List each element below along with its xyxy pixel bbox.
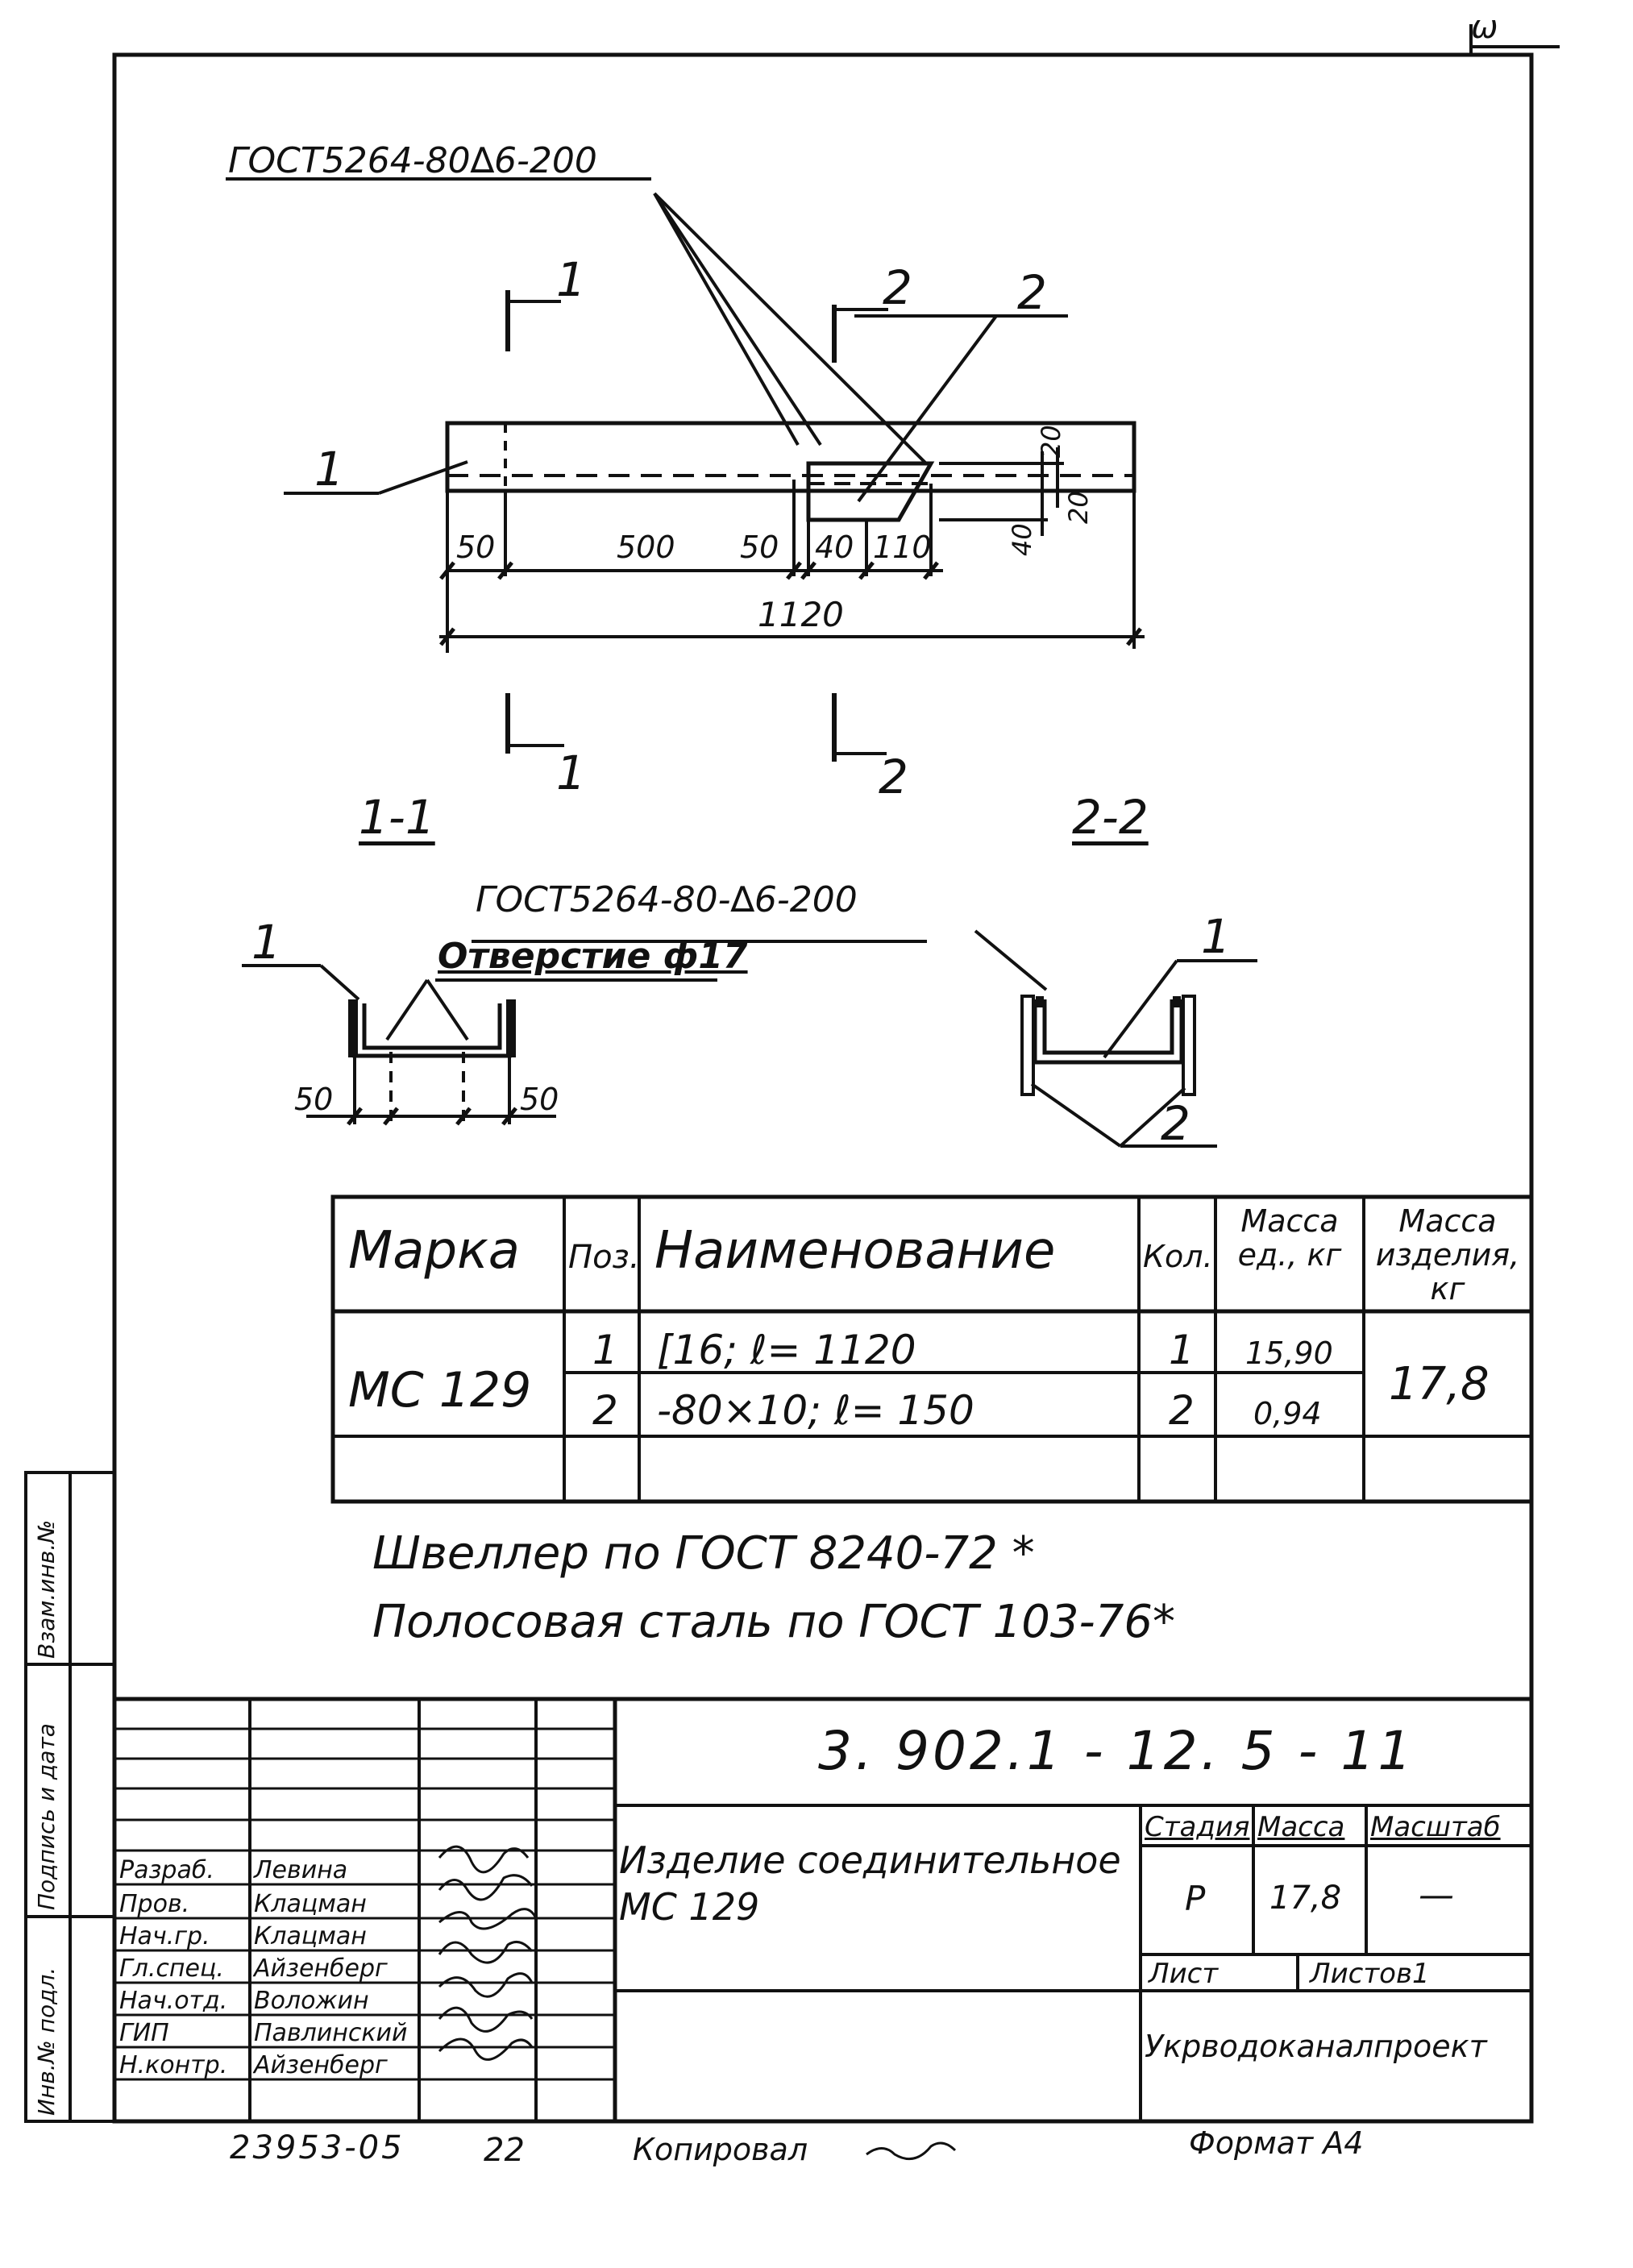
td-mass: 15,90 (1245, 1335, 1333, 1371)
section-2-2-label: 2-2 (1072, 790, 1149, 845)
cut-2-bottom-label: 2 (879, 750, 908, 804)
s2-channel-profile (1033, 999, 1184, 1065)
s2-pos1-leader (1103, 959, 1178, 1059)
dim-40: 40 (815, 530, 854, 565)
hole-label: Отверстие ф17 (438, 936, 748, 977)
side-inv-orig: Инв.№ подл. (33, 1967, 60, 2116)
s2-plate-left (1020, 995, 1035, 1096)
stage-value: Р (1185, 1879, 1206, 1918)
staff-role: Н.контр. (119, 2051, 228, 2079)
cut-2-top-label: 2 (883, 260, 912, 315)
s1-dim-right: 50 (520, 1082, 559, 1117)
td-mass: 0,94 (1253, 1396, 1322, 1431)
copied-label: Копировал (633, 2132, 808, 2167)
spec-table-frame (330, 1194, 1534, 1504)
pos2-label: 2 (1017, 265, 1047, 320)
sheets-label: Листов1 (1310, 1958, 1430, 1990)
organization: Укрводоканалпроект (1145, 2029, 1487, 2064)
td-total-mass: 17,8 (1389, 1358, 1490, 1410)
dim-1120: 1120 (758, 595, 844, 634)
section-1-1-label: 1-1 (359, 790, 435, 845)
staff-role: Пров. (119, 1890, 190, 1918)
staff-role: Нач.гр. (119, 1922, 210, 1950)
scale-label: Масштаб (1370, 1811, 1501, 1843)
s1-channel-profile (352, 1003, 512, 1058)
staff-name: Левина (254, 1856, 348, 1884)
dim-50-mid: 50 (740, 530, 779, 565)
sheet-ref: ω (1471, 9, 1498, 46)
s2-pos2-leader-1 (1030, 1082, 1122, 1148)
signatures (438, 1845, 957, 2161)
staff-name: Клацман (254, 1922, 367, 1950)
s1-hole-leader-1 (385, 978, 429, 1041)
weld-leader-1 (653, 193, 800, 446)
td-qty: 2 (1169, 1387, 1195, 1434)
s1-pos-label: 1 (251, 915, 281, 970)
td-name: -80×10; ℓ= 150 (657, 1387, 974, 1434)
s2-pos2-leader-2 (1119, 1086, 1186, 1148)
td-qty: 1 (1169, 1327, 1195, 1373)
dim-40-vert: 40 (1007, 523, 1037, 556)
td-mark: МС 129 (348, 1362, 532, 1419)
th-mass-unit: Масса ед., кг (1237, 1203, 1342, 1273)
th-qty: Кол. (1143, 1239, 1213, 1274)
plan-weld-callout: ГОСТ5264-80∆6-200 (228, 140, 597, 181)
dim-20-a: 20 (1036, 425, 1066, 458)
th-pos: Поз. (568, 1239, 640, 1276)
s2-plate-right (1182, 995, 1196, 1096)
weld-leader-2 (653, 192, 822, 447)
sheet-frame (112, 52, 1534, 2124)
dim-20-b: 20 (1063, 491, 1094, 524)
staff-name: Павлинский (254, 2019, 408, 2047)
s1-dim-left: 50 (294, 1082, 334, 1117)
mass-label: Масса (1257, 1811, 1345, 1843)
s2-weld-leader (974, 929, 1048, 991)
th-mass-item: Масса изделия, кг (1375, 1203, 1520, 1306)
staff-role: ГИП (119, 2019, 169, 2047)
td-pos: 2 (592, 1387, 618, 1434)
staff-name: Клацман (254, 1890, 367, 1918)
td-pos: 1 (592, 1327, 618, 1373)
cut-1-bottom-label: 1 (556, 746, 586, 800)
staff-name: Айзенберг (254, 2051, 388, 2079)
weld-leader-3 (653, 192, 929, 466)
page-number: 22 (484, 2132, 525, 2169)
sheet-label: Лист (1149, 1958, 1219, 1990)
th-mark: Марка (348, 1221, 520, 1281)
s2-pos-2-label: 2 (1161, 1096, 1190, 1151)
plate (806, 461, 935, 522)
dim-50-left: 50 (456, 530, 496, 565)
item-title: Изделие соединительное МС 129 (619, 1838, 1121, 1929)
note-channel: Швеллер по ГОСТ 8240-72 * (372, 1527, 1035, 1580)
th-name: Наименование (654, 1221, 1056, 1281)
dim-110: 110 (873, 530, 932, 565)
archive-number: 23953-05 (230, 2129, 405, 2166)
cut-1-top-label: 1 (556, 252, 586, 307)
s1-hole-leader-2 (426, 978, 469, 1041)
channel-bar (445, 421, 1136, 493)
s2-pos-1-label: 1 (1201, 909, 1231, 964)
s1-pos-leader (319, 964, 360, 1001)
format-label: Формат А4 (1189, 2125, 1364, 2161)
staff-role: Гл.спец. (119, 1954, 224, 1983)
scale-value: — (1419, 1875, 1454, 1916)
dim-500: 500 (617, 530, 675, 565)
side-replace-inv: Взам.инв.№ (33, 1519, 60, 1659)
pos1-label: 1 (314, 442, 344, 496)
note-strip-steel: Полосовая сталь по ГОСТ 103-76* (372, 1596, 1176, 1648)
staff-name: Айзенберг (254, 1954, 388, 1983)
staff-role: Разраб. (119, 1856, 214, 1884)
stage-label: Стадия (1145, 1811, 1250, 1843)
mass-value: 17,8 (1269, 1880, 1342, 1917)
pos1-leader (378, 460, 468, 495)
td-name: [16; ℓ= 1120 (657, 1327, 916, 1373)
doc-code: 3. 902.1 - 12. 5 - 11 (818, 1720, 1415, 1782)
side-sign-date: Подпись и дата (33, 1723, 60, 1910)
staff-name: Воложин (254, 1987, 369, 2015)
staff-role: Нач.отд. (119, 1987, 228, 2015)
pos2-leader (857, 314, 998, 503)
section-weld-callout: ГОСТ5264-80-∆6-200 (476, 879, 858, 920)
